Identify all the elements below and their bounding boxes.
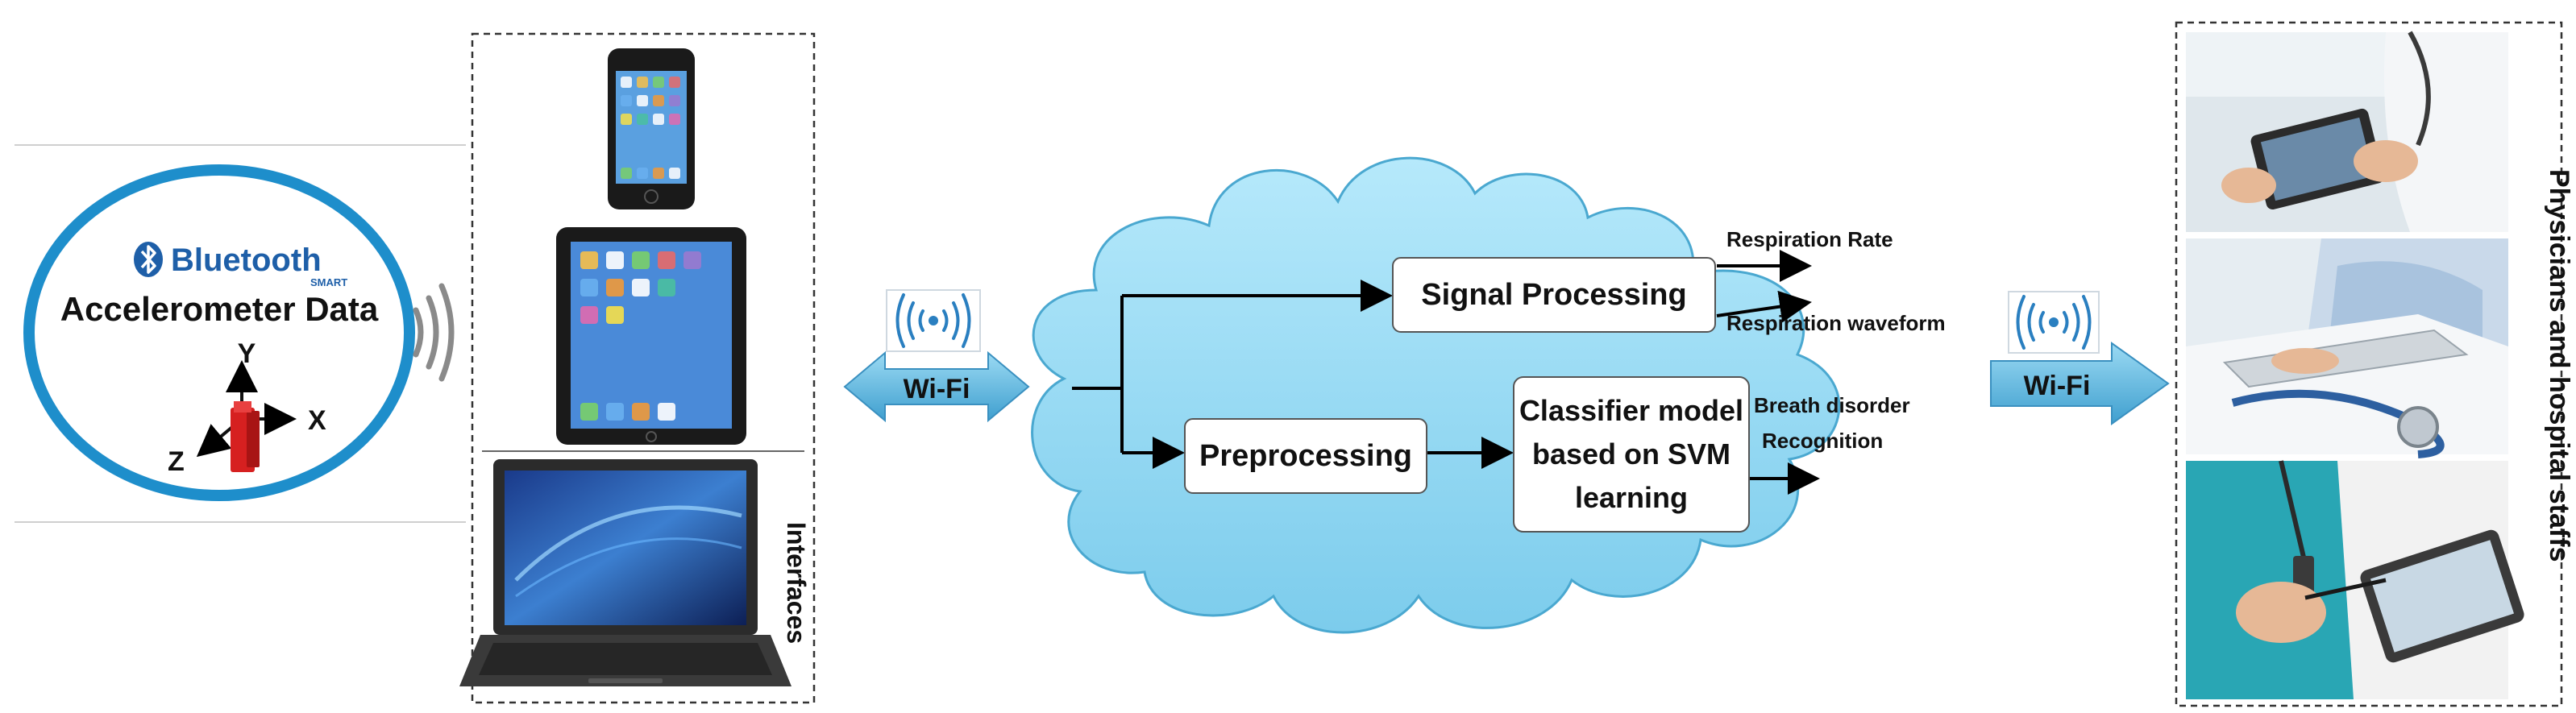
wifi-right-label: Wi-Fi	[2024, 371, 2091, 401]
signal-waves-icon	[413, 283, 455, 382]
staff-panel	[2175, 21, 2563, 707]
bluetooth-smart-badge: SMART	[310, 276, 347, 288]
classifier-label-line2: based on SVM	[1532, 437, 1730, 470]
phone-icon	[608, 48, 695, 209]
axis-z-label: Z	[168, 446, 185, 477]
signal-processing-box	[1392, 257, 1716, 333]
classifier-box	[1513, 376, 1750, 533]
wifi-right-connector: Wi-Fi	[1990, 291, 2170, 425]
output-respiration-waveform: Respiration waveform	[1726, 311, 1946, 335]
sensor-title: Accelerometer Data	[60, 290, 379, 328]
staff-label: Physicians and hospital staffs	[2544, 169, 2574, 562]
staff-frame	[2175, 21, 2563, 707]
axis-y-label: Y	[238, 338, 256, 369]
preprocessing-label: Preprocessing	[1199, 439, 1412, 473]
wifi-left-arrow	[843, 350, 1030, 423]
wifi-right-icon	[2016, 295, 2092, 350]
wifi-left-connector: Wi-Fi	[843, 289, 1030, 423]
nurse-tablet-photo	[2186, 460, 2524, 699]
output-breath-disorder-line2: Recognition	[1762, 429, 1883, 453]
classifier-label-line1: Classifier model	[1519, 394, 1743, 427]
interfaces-frame	[471, 32, 816, 704]
bluetooth-ring	[23, 164, 415, 501]
tablet-icon	[556, 227, 746, 445]
wifi-right-arrow	[1990, 342, 2170, 425]
output-respiration-rate: Respiration Rate	[1726, 227, 1893, 251]
processing-cloud: Signal Processing Preprocessing Classifi…	[1031, 156, 1946, 634]
classifier-label-line3: learning	[1575, 481, 1688, 514]
axis-x-label: X	[308, 405, 326, 436]
laptop-icon	[459, 459, 791, 686]
wifi-left-icon	[895, 293, 971, 348]
flow-lines	[1072, 250, 1820, 495]
interfaces-label: Interfaces	[782, 522, 811, 645]
preprocessing-box	[1184, 418, 1427, 494]
wifi-left-label: Wi-Fi	[904, 374, 970, 404]
doctor-laptop-photo	[2186, 238, 2508, 458]
bluetooth-icon	[134, 242, 163, 277]
accelerometer-sensor-icon	[231, 401, 260, 472]
sensor-panel: Bluetooth SMART Accelerometer Data Y X Z	[15, 144, 466, 523]
bluetooth-brand: Bluetooth	[171, 243, 322, 278]
signal-processing-label: Signal Processing	[1421, 278, 1686, 312]
doctor-tablet-photo	[2186, 31, 2508, 232]
output-breath-disorder-line1: Breath disorder	[1754, 393, 1910, 417]
interfaces-panel	[459, 32, 816, 704]
